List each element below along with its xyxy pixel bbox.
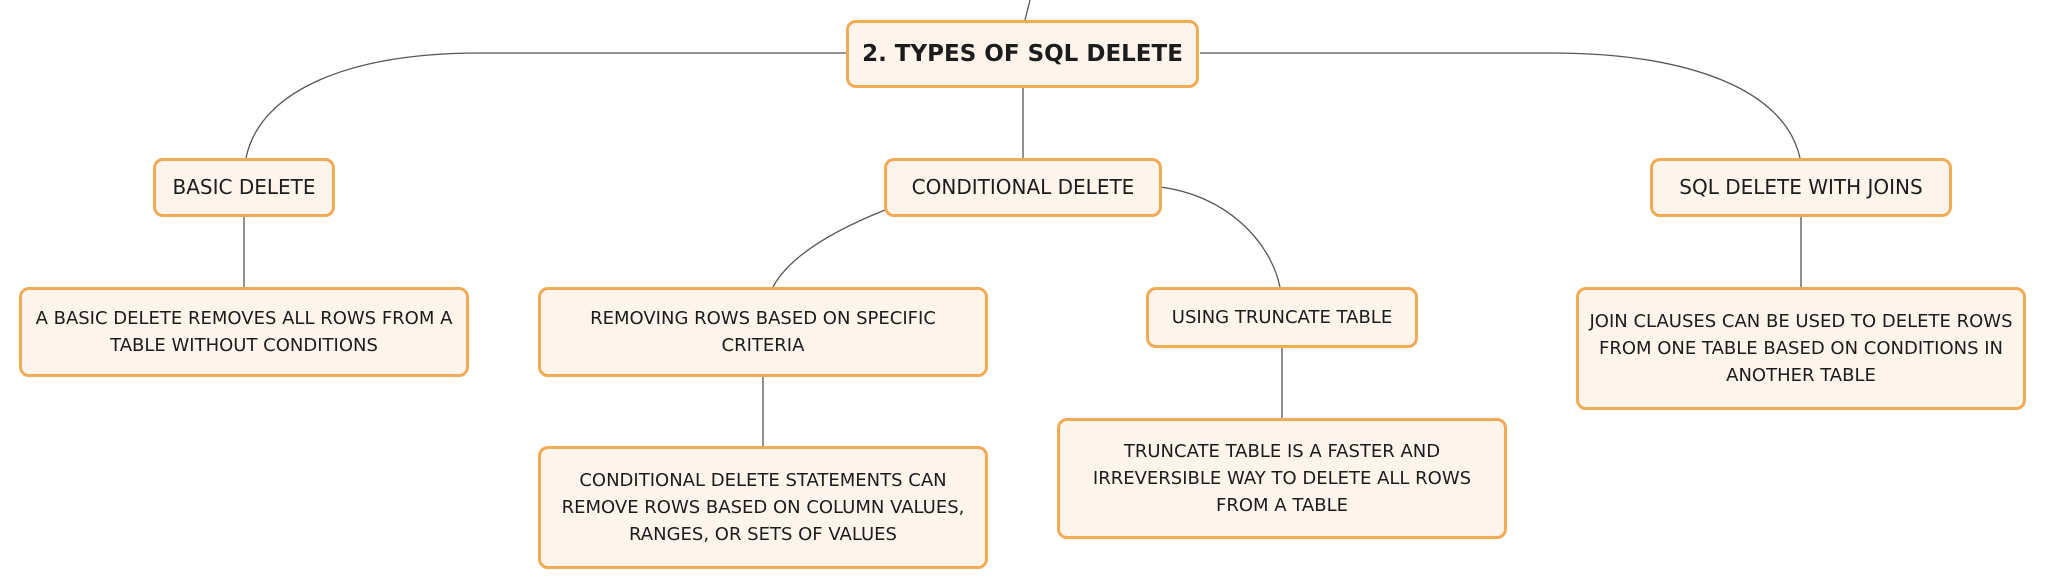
edge-root-to-basic-delete [245, 52, 846, 159]
basic-delete-node[interactable]: BASIC DELETE [153, 158, 335, 217]
specific-criteria-label: REMOVING ROWS BASED ON SPECIFIC CRITERIA [590, 308, 936, 356]
truncate-detail-text: TRUNCATE TABLE IS A FASTER AND IRREVERSI… [1092, 441, 1472, 516]
basic-delete-detail-text: A BASIC DELETE REMOVES ALL ROWS FROM A T… [35, 308, 453, 356]
criteria-detail-node[interactable]: CONDITIONAL DELETE STATEMENTS CAN REMOVE… [538, 446, 988, 569]
truncate-table-label: USING TRUNCATE TABLE [1171, 307, 1393, 328]
edge-conditional-to-criteria [772, 209, 886, 288]
criteria-detail-text: CONDITIONAL DELETE STATEMENTS CAN REMOVE… [561, 470, 965, 545]
specific-criteria-node[interactable]: REMOVING ROWS BASED ON SPECIFIC CRITERIA [538, 287, 988, 377]
conditional-delete-label: CONDITIONAL DELETE [911, 175, 1135, 199]
delete-with-joins-detail-node[interactable]: JOIN CLAUSES CAN BE USED TO DELETE ROWS … [1576, 287, 2026, 410]
delete-with-joins-node[interactable]: SQL DELETE WITH JOINS [1650, 158, 1952, 217]
root-node-label: 2. TYPES OF SQL DELETE [862, 40, 1183, 67]
basic-delete-detail-node[interactable]: A BASIC DELETE REMOVES ALL ROWS FROM A T… [19, 287, 469, 377]
truncate-table-node[interactable]: USING TRUNCATE TABLE [1146, 287, 1418, 348]
truncate-detail-node[interactable]: TRUNCATE TABLE IS A FASTER AND IRREVERSI… [1057, 418, 1507, 539]
delete-with-joins-detail-text: JOIN CLAUSES CAN BE USED TO DELETE ROWS … [1589, 311, 2013, 386]
edge-parent-to-root [1024, 0, 1031, 21]
delete-with-joins-label: SQL DELETE WITH JOINS [1679, 175, 1923, 199]
conditional-delete-node[interactable]: CONDITIONAL DELETE [884, 158, 1162, 217]
edge-conditional-to-truncate [1159, 186, 1281, 288]
basic-delete-label: BASIC DELETE [172, 175, 316, 199]
root-node[interactable]: 2. TYPES OF SQL DELETE [846, 20, 1199, 88]
edge-root-to-delete-with-joins [1200, 52, 1801, 159]
